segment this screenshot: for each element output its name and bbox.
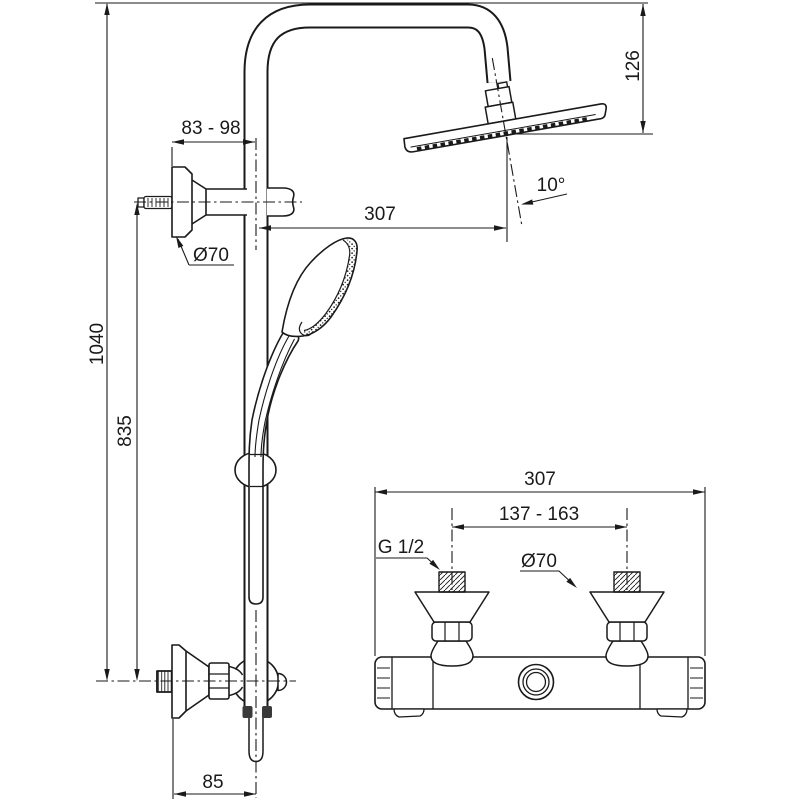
- left-handle-grip-lines: [377, 667, 390, 699]
- left-union-nut: [431, 621, 473, 642]
- clamp-tab-left: [242, 706, 253, 718]
- hand-shower: [248, 237, 358, 605]
- right-union-nut: [606, 621, 648, 642]
- dim-top-bracket-depth: 83 - 98: [181, 118, 240, 139]
- centerlines: [96, 138, 628, 798]
- right-escutcheon-cone: [589, 591, 665, 623]
- right-handle-grip-lines: [690, 667, 703, 699]
- dim-top-escutcheon: Ø70: [193, 245, 229, 266]
- dim-total-height: 1040: [87, 323, 108, 365]
- dim-head-drop: 126: [623, 50, 644, 82]
- dim-arm-reach: 307: [364, 204, 396, 225]
- dim-bottom-offset: 85: [202, 772, 223, 793]
- dimensions: [95, 2, 706, 799]
- diverter-button: [517, 663, 555, 701]
- mixer-body: [374, 656, 706, 710]
- clamp-tab-right: [262, 706, 272, 718]
- dim-head-tilt: 10°: [537, 175, 566, 196]
- dimension-labels: 1040 835 83 - 98 Ø70 307 126 10° 85 307 …: [87, 50, 644, 793]
- left-escutcheon-cone: [414, 591, 490, 623]
- leader-dia70-detail: [520, 570, 576, 587]
- mixer-detail-view: [374, 571, 706, 718]
- dim-rail-length: 835: [115, 415, 136, 447]
- hand-shower-handle: [248, 332, 300, 605]
- dim-inlet-thread: G 1/2: [378, 537, 424, 558]
- ball-nub: [277, 672, 288, 692]
- head-tilt-centerline: [491, 58, 523, 225]
- dim-detail-escutcheon: Ø70: [521, 551, 557, 572]
- right-safety-tab: [656, 708, 688, 718]
- leader-g12: [376, 557, 439, 569]
- overhead-shower: [403, 58, 608, 225]
- left-safety-tab: [393, 708, 425, 718]
- dim-inlet-spacing: 137 - 163: [499, 504, 579, 525]
- dim-mixer-width: 307: [524, 469, 556, 490]
- spray-face-texture: [303, 239, 358, 336]
- bottom-escutcheon: [171, 644, 187, 719]
- shower-column-pipe: [243, 3, 512, 718]
